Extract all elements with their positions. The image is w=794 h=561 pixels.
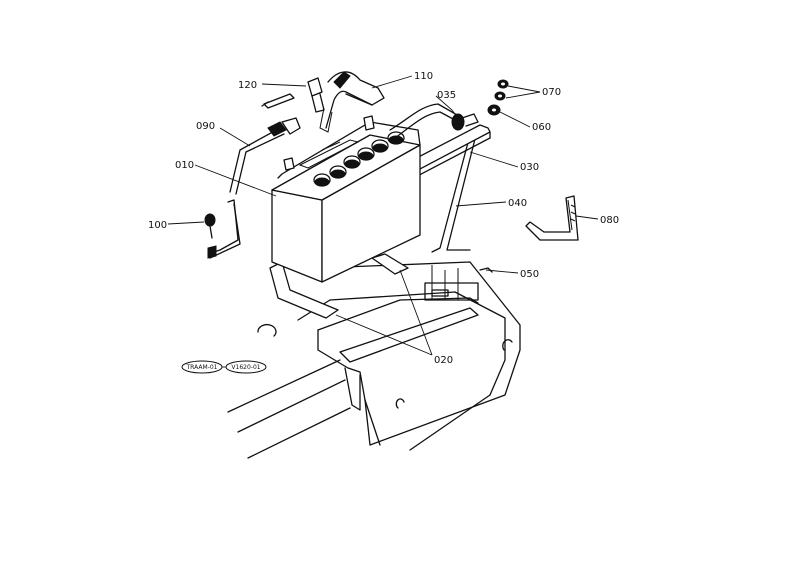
stamp-right: V1620-01 (225, 360, 267, 374)
bolt-100 (204, 213, 216, 239)
label-070: 070 (542, 87, 561, 98)
stamp-left-text: TRAAM-01 (186, 364, 218, 371)
label-110: 110 (414, 71, 433, 82)
label-010: 010 (175, 160, 194, 171)
cable-035 (389, 103, 479, 139)
label-030: 030 (520, 162, 539, 173)
bracket-080 (525, 195, 579, 241)
bolt-120 (261, 77, 325, 113)
label-090: 090 (196, 121, 215, 132)
label-035: 035 (437, 90, 456, 101)
tractor-frame (227, 261, 521, 459)
stamp-left: TRAAM-01 (181, 360, 223, 374)
label-080: 080 (600, 215, 619, 226)
nuts-070 (494, 79, 509, 101)
callout-labels: 120 110 035 070 060 090 010 030 040 080 … (148, 71, 619, 366)
label-120: 120 (238, 80, 257, 91)
cable-110 (319, 71, 385, 133)
label-060: 060 (532, 122, 551, 133)
label-020: 020 (434, 355, 453, 366)
cable-090 (207, 117, 301, 259)
label-040: 040 (508, 198, 527, 209)
label-100: 100 (148, 220, 167, 231)
vent-caps (313, 131, 405, 187)
stamp-right-text: V1620-01 (231, 364, 260, 371)
rod-040 (431, 134, 477, 253)
washer-060 (487, 104, 501, 116)
label-050: 050 (520, 269, 539, 280)
battery-010 (271, 115, 421, 283)
leader-lines (167, 75, 599, 356)
